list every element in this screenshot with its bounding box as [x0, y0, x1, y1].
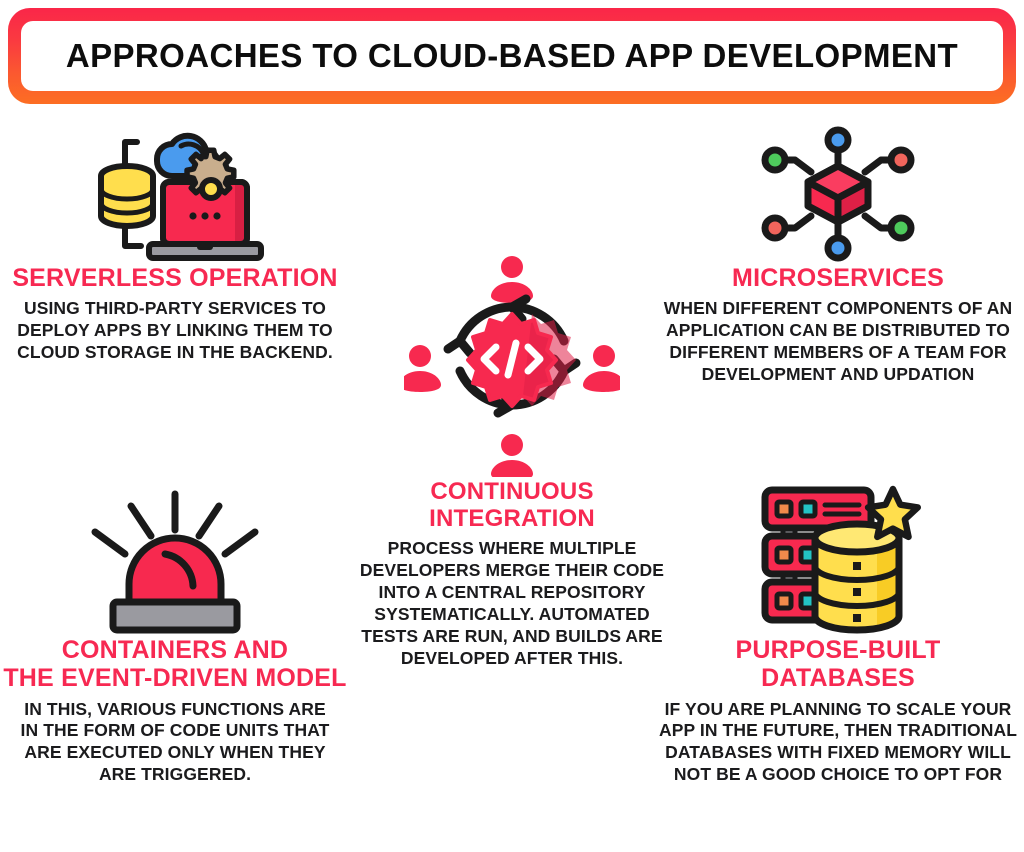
header-inner-panel: APPROACHES TO CLOUD-BASED APP DEVELOPMEN… — [21, 21, 1003, 91]
card-title-serverless: SERVERLESS OPERATION — [12, 264, 338, 292]
network-cube-nodes-icon — [652, 124, 1024, 264]
code-gear-cycle-users-icon — [350, 250, 674, 478]
card-body-ci: PROCESS WHERE MULTIPLE DEVELOPERS MERGE … — [359, 538, 665, 668]
header-banner: APPROACHES TO CLOUD-BASED APP DEVELOPMEN… — [8, 8, 1016, 104]
card-title-databases-line1: PURPOSE-BUILT — [735, 636, 941, 664]
page-title: APPROACHES TO CLOUD-BASED APP DEVELOPMEN… — [65, 37, 959, 74]
card-body-serverless: USING THIRD-PARTY SERVICES TO DEPLOY APP… — [17, 298, 333, 362]
card-body-databases: IF YOU ARE PLANNING TO SCALE YOUR APP IN… — [658, 698, 1018, 785]
card-body-containers: IN THIS, VARIOUS FUNCTIONS ARE IN THE FO… — [20, 698, 330, 785]
card-title-microservices: MICROSERVICES — [732, 264, 944, 292]
card-title-containers-line2: THE EVENT-DRIVEN MODEL — [3, 664, 347, 693]
card-microservices: MICROSERVICES WHEN DIFFERENT COMPONENTS … — [652, 124, 1024, 386]
card-title-containers-line1: CONTAINERS AND — [61, 636, 289, 664]
card-title-ci-line2: INTEGRATION — [429, 505, 595, 533]
card-serverless: SERVERLESS OPERATION USING THIRD-PARTY S… — [0, 124, 350, 364]
card-title-ci-line1: CONTINUOUS — [430, 478, 594, 505]
cloud-database-laptop-icon — [0, 124, 350, 264]
card-purpose-built-databases: PURPOSE-BUILT DATABASES IF YOU ARE PLANN… — [652, 476, 1024, 786]
card-containers: CONTAINERS AND THE EVENT-DRIVEN MODEL IN… — [0, 486, 350, 786]
siren-alarm-light-icon — [0, 486, 350, 636]
card-continuous-integration: CONTINUOUS INTEGRATION PROCESS WHERE MUL… — [350, 250, 674, 669]
card-title-databases-line2: DATABASES — [761, 664, 915, 693]
server-rack-database-star-icon — [652, 476, 1024, 636]
card-body-microservices: WHEN DIFFERENT COMPONENTS OF AN APPLICAT… — [663, 298, 1013, 384]
